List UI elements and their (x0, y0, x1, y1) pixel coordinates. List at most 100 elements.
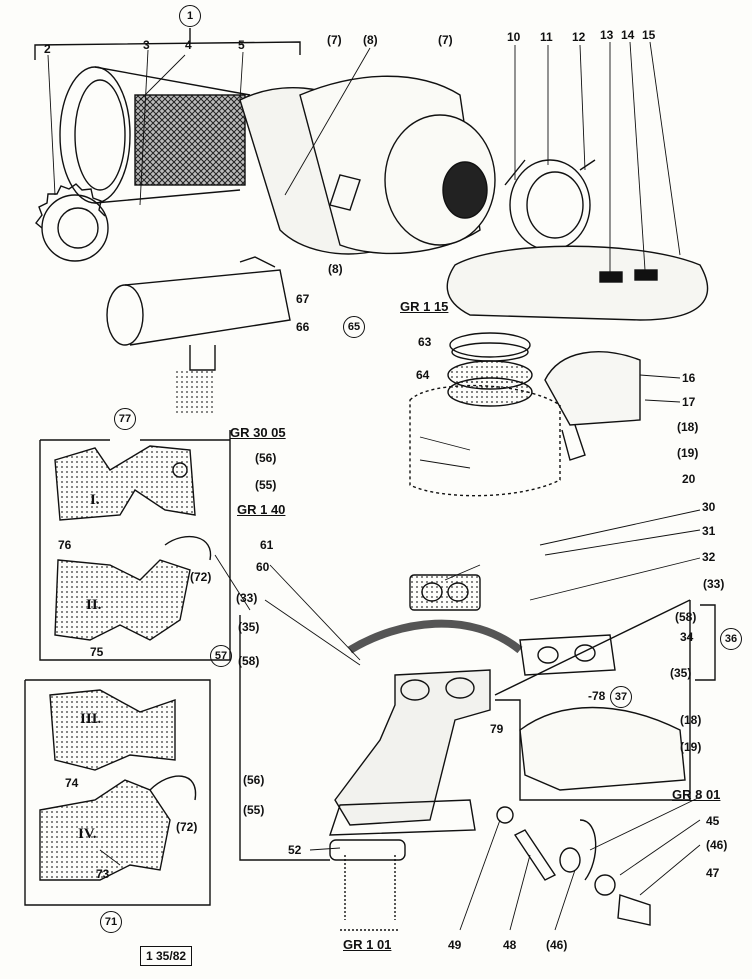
label-55a: (55) (255, 478, 277, 492)
air-filter-housing (59, 66, 496, 255)
label-7b: (7) (438, 33, 453, 47)
exhaust-elbow (519, 706, 686, 791)
label-63: 63 (418, 335, 432, 349)
drawing-reference: 1 35/82 (140, 946, 193, 966)
label-72a: (72) (190, 570, 212, 584)
studs-gr-1-01 (340, 855, 400, 931)
label-11: 11 (540, 30, 553, 44)
gasket-II (54, 559, 191, 641)
roman-I: I. (90, 492, 100, 508)
label-15: 15 (642, 28, 656, 42)
carb-flange-35 (519, 634, 616, 676)
label-79: 79 (490, 722, 504, 736)
mesh-filter-30-05 (175, 370, 215, 415)
group-ref-gr-30-05: GR 30 05 (230, 425, 286, 440)
label-56a: (56) (255, 451, 277, 465)
manifold-group-frame (239, 600, 691, 861)
group-ref-gr-1-15: GR 1 15 (400, 299, 449, 314)
intake-manifold (329, 669, 491, 836)
label-71: 71 (100, 911, 122, 933)
label-10: 10 (507, 30, 521, 44)
roman-IV: IV. (78, 826, 97, 842)
label-67: 67 (296, 292, 310, 306)
label-14: 14 (621, 28, 635, 42)
group-1-bracket (34, 41, 301, 60)
label-35b: (35) (670, 666, 692, 680)
label-36: 36 (720, 628, 742, 650)
label-64: 64 (416, 368, 430, 382)
label-33b: (33) (703, 577, 725, 591)
label-19a: (19) (677, 446, 699, 460)
label-49: 49 (448, 938, 462, 952)
roman-II: II. (86, 597, 102, 613)
label-46a: (46) (706, 838, 728, 852)
label-32: 32 (702, 550, 716, 564)
label-56b: (56) (243, 773, 265, 787)
label-76: 76 (58, 538, 72, 552)
gasket-IV (39, 779, 171, 881)
label-8a: (8) (363, 33, 378, 47)
label-30: 30 (702, 500, 716, 514)
label-7a: (7) (327, 33, 342, 47)
manifold-flange-gasket-61 (409, 574, 481, 611)
label-20: 20 (682, 472, 696, 486)
label-3: 3 (143, 38, 150, 52)
label-66: 66 (296, 320, 310, 334)
water-hose-60 (347, 619, 523, 654)
label-72b: (72) (176, 820, 198, 834)
group-ref-gr-1-01: GR 1 01 (343, 937, 392, 952)
label-55b: (55) (243, 803, 265, 817)
group-36-bracket (494, 599, 716, 696)
leader-lines (47, 41, 701, 931)
label-33a: (33) (236, 591, 258, 605)
label-5: 5 (238, 38, 245, 52)
label-18a: (18) (677, 420, 699, 434)
label-16: 16 (682, 371, 696, 385)
label-31: 31 (702, 524, 716, 538)
label-65: 65 (343, 316, 365, 338)
label-35a: (35) (238, 620, 260, 634)
group-ref-gr-8-01: GR 8 01 (672, 787, 721, 802)
heat-shield (544, 351, 641, 461)
strip-72-lower (149, 775, 197, 801)
gasket-I (54, 445, 196, 521)
label-12: 12 (572, 30, 586, 44)
label-45: 45 (706, 814, 720, 828)
label-13: 13 (600, 28, 614, 42)
label-75: 75 (90, 645, 104, 659)
gasket-52 (329, 839, 406, 861)
label-47: 47 (706, 866, 720, 880)
label-46b: (46) (546, 938, 568, 952)
intake-tube (106, 256, 291, 371)
label-18b: (18) (680, 713, 702, 727)
label-74: 74 (65, 776, 79, 790)
group-71-frame (24, 679, 211, 906)
fittings (496, 806, 651, 926)
rubber-rings (447, 332, 533, 407)
label-37: 37 (610, 686, 632, 708)
label-60: 60 (256, 560, 270, 574)
gasket-III (49, 689, 176, 771)
label-2: 2 (44, 42, 51, 56)
hose-clamp (504, 159, 596, 251)
label-17: 17 (682, 395, 696, 409)
label-4: 4 (185, 38, 192, 52)
label-58b: (58) (238, 654, 260, 668)
label-34: 34 (680, 630, 694, 644)
roman-III: III. (80, 711, 102, 727)
plenum-cover (446, 245, 709, 321)
carburettor-outline (409, 384, 561, 497)
label-8b: (8) (328, 262, 343, 276)
label-52: 52 (288, 843, 302, 857)
label-77: 77 (114, 408, 136, 430)
label-61: 61 (260, 538, 274, 552)
label-78: -78 (588, 689, 606, 703)
label-1: 1 (179, 5, 201, 27)
group-ref-gr-1-40: GR 1 40 (237, 502, 286, 517)
label-57: 57 (210, 645, 232, 667)
label-58a: (58) (675, 610, 697, 624)
label-73: 73 (96, 867, 110, 881)
label-48: 48 (503, 938, 517, 952)
strip-72-upper (164, 535, 212, 561)
